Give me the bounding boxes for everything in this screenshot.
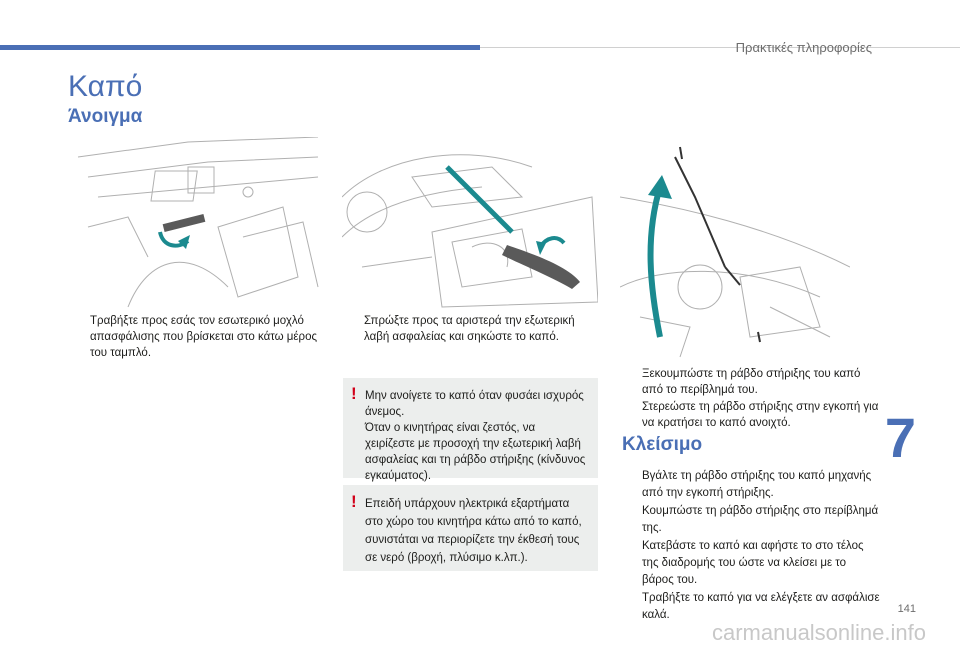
warning-icon: !	[351, 384, 357, 403]
chapter-number: 7	[884, 406, 916, 469]
list-item: Στερεώστε τη ράβδο στήριξης στην εγκοπή …	[642, 401, 879, 429]
warning-box: ! Μην ανοίγετε το καπό όταν φυσάει ισχυρ…	[343, 378, 598, 482]
list-item: Τραβήξτε το καπό για να ελέγξετε αν ασφά…	[642, 592, 880, 621]
list-item: Κουμπώστε τη ράβδο στήριξης στο περίβλημ…	[642, 505, 879, 534]
opening-step-list-2: Σπρώξτε προς τα αριστερά την εξωτερική λ…	[342, 313, 597, 346]
exterior-catch-illustration	[342, 154, 598, 308]
watermark: carmanualsonline.info	[711, 620, 926, 645]
warning-icon: !	[351, 492, 357, 511]
interior-lever-illustration	[77, 137, 319, 308]
opening-step-list-3: Ξεκουμπώστε τη ράβδο στήριξης του καπό α…	[620, 366, 880, 432]
list-item: Τραβήξτε προς εσάς τον εσωτερικό μοχλό α…	[90, 315, 318, 359]
page-number: 141	[897, 603, 916, 615]
closing-heading: Κλείσιμο	[622, 434, 703, 455]
support-rod-illustration	[620, 146, 850, 358]
section-title: Πρακτικές πληροφορίες	[735, 40, 872, 55]
list-item: Βγάλτε τη ράβδο στήριξης του καπό μηχανή…	[642, 470, 872, 499]
header-rule	[480, 47, 960, 48]
opening-heading: Άνοιγμα	[68, 106, 143, 127]
page-title: Καπό	[68, 70, 143, 103]
list-item: Ξεκουμπώστε τη ράβδο στήριξης του καπό α…	[642, 368, 861, 396]
opening-step-list-1: Τραβήξτε προς εσάς τον εσωτερικό μοχλό α…	[68, 313, 323, 362]
warning-box: ! Επειδή υπάρχουν ηλεκτρικά εξαρτήματα σ…	[343, 485, 598, 571]
list-item: Κατεβάστε το καπό και αφήστε το στο τέλο…	[642, 540, 864, 586]
closing-step-list: Βγάλτε τη ράβδο στήριξης του καπό μηχανή…	[620, 468, 880, 625]
header-bar	[0, 45, 480, 50]
list-item: Σπρώξτε προς τα αριστερά την εξωτερική λ…	[364, 315, 575, 343]
